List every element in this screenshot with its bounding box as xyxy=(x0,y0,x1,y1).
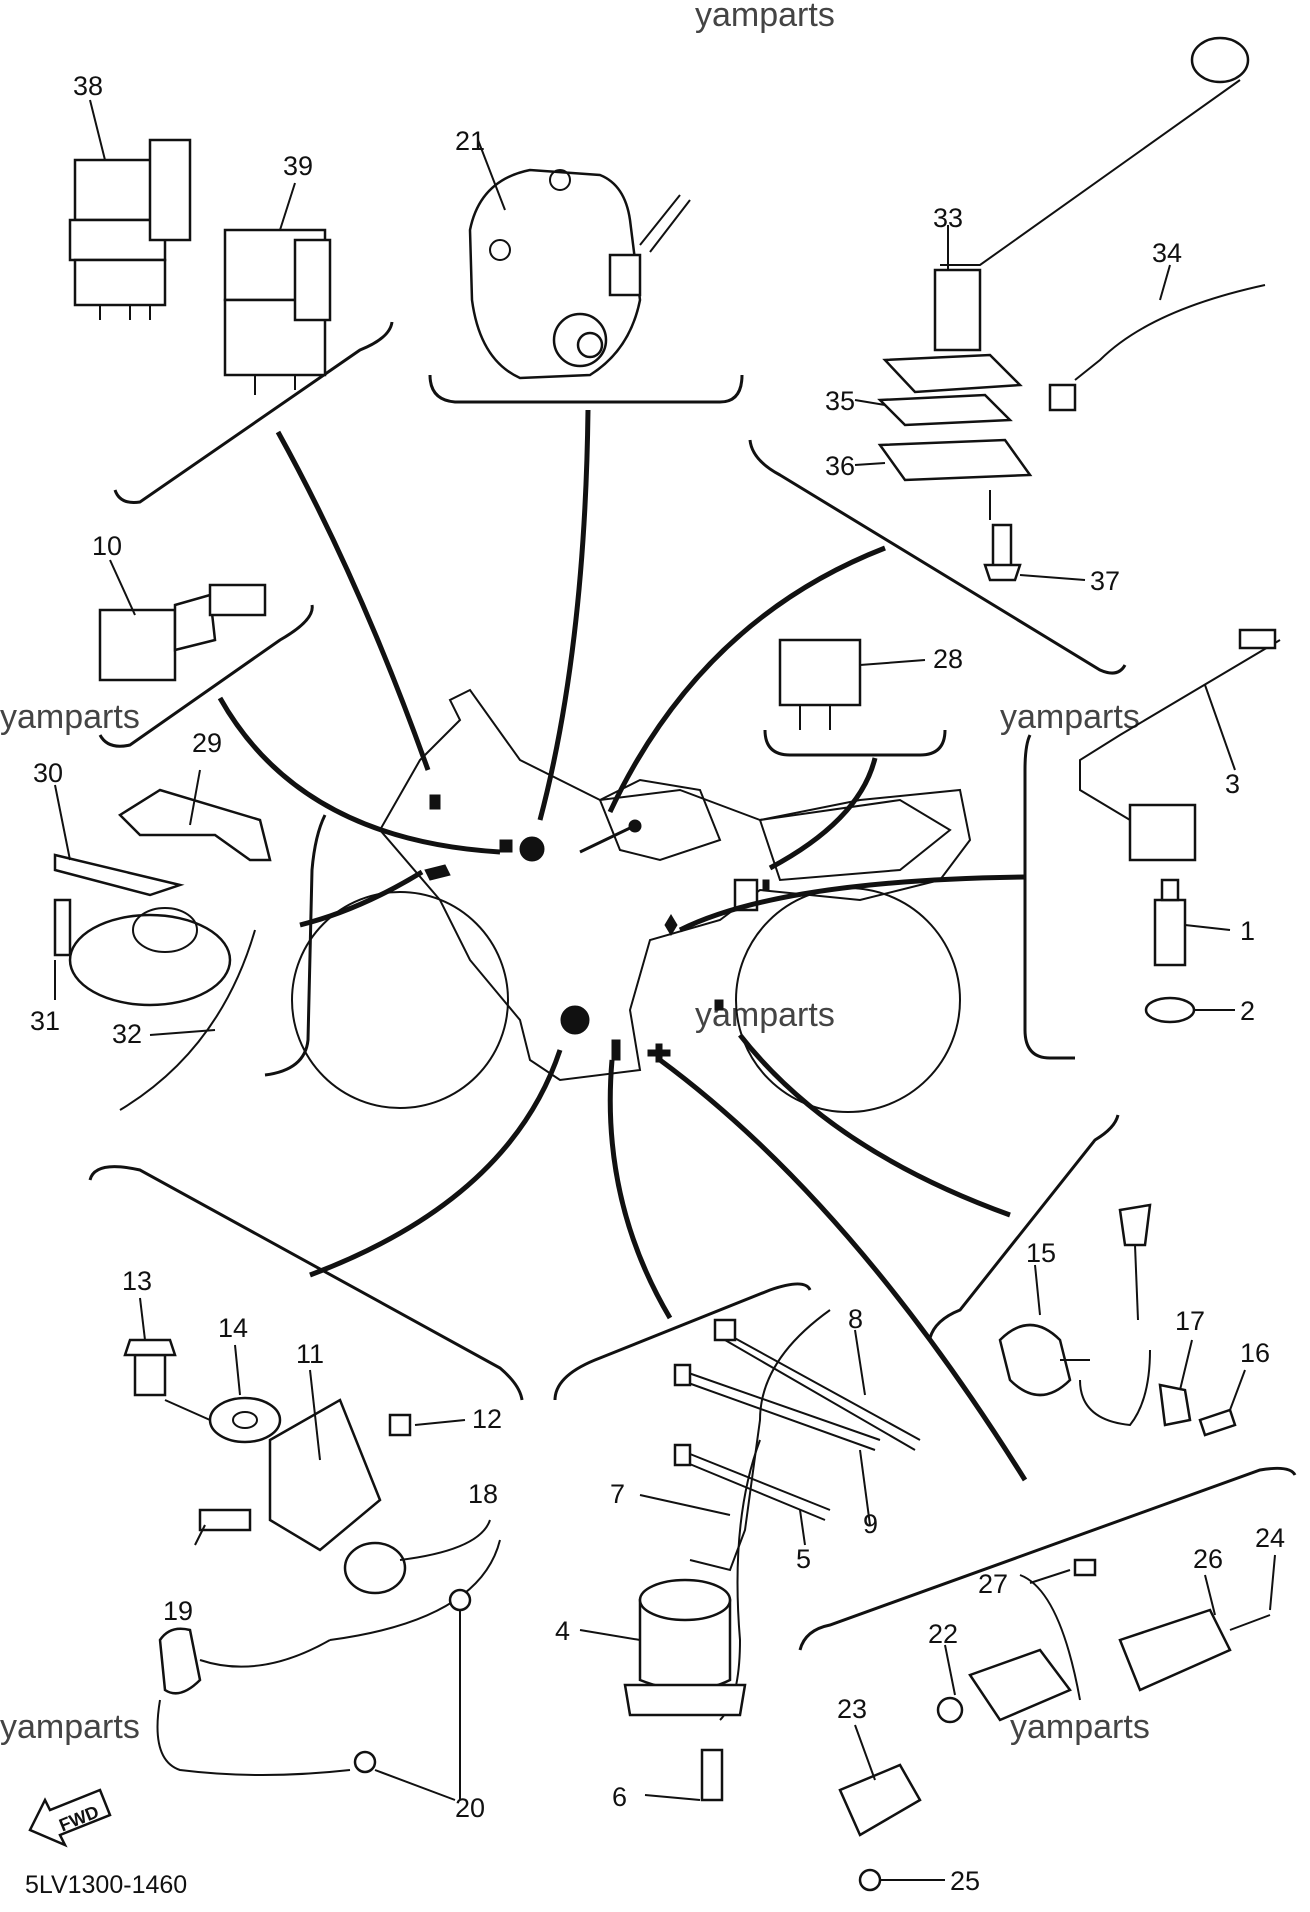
callout-20: 20 xyxy=(455,1793,485,1823)
callout-23: 23 xyxy=(837,1694,867,1724)
starter-relay-4 xyxy=(579,1578,747,1802)
callout-19: 19 xyxy=(163,1596,193,1626)
callout-34: 34 xyxy=(1152,238,1182,268)
callout-16: 16 xyxy=(1240,1338,1270,1368)
central-parts xyxy=(424,794,770,1063)
callout-5: 5 xyxy=(796,1544,811,1574)
callout-25: 25 xyxy=(950,1866,980,1896)
watermark: yamparts xyxy=(0,1708,140,1746)
callout-15: 15 xyxy=(1026,1238,1056,1268)
watermark: yamparts xyxy=(695,0,835,34)
sensor-1 xyxy=(1153,878,1231,967)
sensor-15 xyxy=(998,1203,1246,1437)
horn-assembly xyxy=(53,769,272,1111)
group-brackets xyxy=(88,321,1297,1651)
callout-21: 21 xyxy=(455,126,485,156)
leader-lines xyxy=(217,409,1028,1482)
relay-28 xyxy=(778,638,926,730)
callout-32: 32 xyxy=(112,1019,142,1049)
callout-8: 8 xyxy=(848,1304,863,1334)
fuel-sender xyxy=(854,36,1266,582)
callout-31: 31 xyxy=(30,1006,60,1036)
watermark: yamparts xyxy=(1000,698,1140,736)
watermark: yamparts xyxy=(0,698,140,736)
callout-24: 24 xyxy=(1255,1523,1285,1553)
callout-11: 11 xyxy=(296,1339,324,1369)
callout-38: 38 xyxy=(73,71,103,101)
washer-2 xyxy=(1144,996,1235,1024)
callout-27: 27 xyxy=(978,1569,1008,1599)
callout-17: 17 xyxy=(1175,1306,1205,1336)
callout-12: 12 xyxy=(472,1404,502,1434)
lead-3 xyxy=(1079,628,1281,862)
callout-7: 7 xyxy=(610,1479,625,1509)
callout-39: 39 xyxy=(283,151,313,181)
callout-labels: 38 39 21 33 34 35 36 37 10 28 3 29 30 1 … xyxy=(30,71,1285,1896)
callout-2: 2 xyxy=(1240,996,1255,1026)
watermark: yamparts xyxy=(1010,1708,1150,1746)
motorcycle-outline xyxy=(291,688,972,1113)
callout-29: 29 xyxy=(192,728,222,758)
callout-9: 9 xyxy=(863,1509,878,1539)
callout-22: 22 xyxy=(928,1619,958,1649)
callout-18: 18 xyxy=(468,1479,498,1509)
callout-14: 14 xyxy=(218,1313,248,1343)
pickup-group xyxy=(123,1297,501,1801)
callout-6: 6 xyxy=(612,1782,627,1812)
diagram-code: 5LV1300-1460 xyxy=(25,1871,187,1899)
callout-1: 1 xyxy=(1240,916,1255,946)
relay-38 xyxy=(68,99,192,320)
callout-35: 35 xyxy=(825,386,855,416)
callout-37: 37 xyxy=(1090,566,1120,596)
callout-4: 4 xyxy=(555,1616,570,1646)
callout-13: 13 xyxy=(122,1266,152,1296)
switch-10 xyxy=(98,559,267,682)
cable-ties xyxy=(639,1309,921,1721)
callout-30: 30 xyxy=(33,758,63,788)
callout-33: 33 xyxy=(933,203,963,233)
relay-39 xyxy=(223,182,332,395)
solenoid-21 xyxy=(468,139,691,380)
switch-22 xyxy=(838,1554,1276,1892)
callout-3: 3 xyxy=(1225,769,1240,799)
callout-36: 36 xyxy=(825,451,855,481)
callout-26: 26 xyxy=(1193,1544,1223,1574)
callout-28: 28 xyxy=(933,644,963,674)
callout-10: 10 xyxy=(92,531,122,561)
fwd-arrow: FWD xyxy=(28,1788,112,1848)
